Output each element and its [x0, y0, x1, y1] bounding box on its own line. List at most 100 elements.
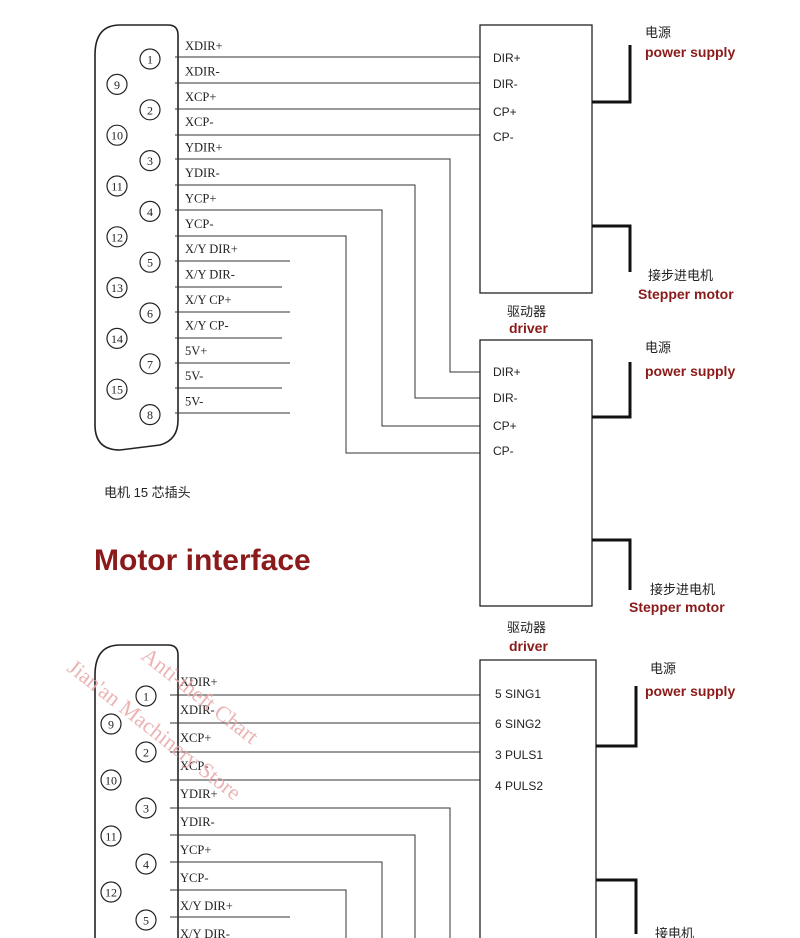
pin-1: 1	[135, 685, 157, 707]
driver-1-terminal: DIR+	[493, 51, 521, 65]
driver-3-box	[479, 659, 597, 938]
driver-1-terminal: CP-	[493, 130, 514, 144]
pin-number: 4	[143, 858, 149, 872]
pin-number: 10	[111, 129, 123, 143]
pin-number: 11	[105, 830, 117, 844]
driver-2-label-cn: 驱动器	[507, 620, 546, 635]
pin-number: 2	[143, 746, 149, 760]
signal-label: 5V-	[185, 395, 203, 409]
pin-number: 7	[147, 357, 153, 371]
pin-circle	[139, 48, 161, 70]
driver-2-motor-en: Stepper motor	[629, 599, 725, 615]
pin-number: 8	[147, 408, 153, 422]
pin-number: 10	[105, 774, 117, 788]
connector-pins-2: 1 9 2 10 3 11 4 12 5	[100, 685, 157, 931]
driver-1-power-en: power supply	[645, 44, 735, 60]
pin-circle	[106, 327, 128, 349]
pin-2: 2	[135, 741, 157, 763]
pin-number: 13	[111, 281, 123, 295]
pin-circle	[100, 881, 122, 903]
wire-ydir-plus	[175, 158, 480, 373]
pin-3: 3	[139, 150, 161, 172]
pin-10: 10	[106, 124, 128, 146]
driver-2-power-cn: 电源	[645, 340, 671, 355]
driver-1-motor-en: Stepper motor	[638, 286, 734, 302]
pin-circle	[135, 909, 157, 931]
pin-number: 1	[143, 690, 149, 704]
pin-circle	[106, 226, 128, 248]
signal-label: X/Y DIR+	[180, 899, 233, 913]
wire-ydir-minus	[175, 184, 480, 399]
signal-label: YDIR+	[180, 787, 218, 801]
driver-3-power-cn: 电源	[650, 661, 676, 676]
pin-9: 9	[106, 73, 128, 96]
driver-1-power-lead	[592, 45, 632, 104]
signal-label: XCP+	[180, 731, 211, 745]
pin-circle	[106, 124, 128, 146]
pin-10: 10	[100, 769, 122, 791]
pin-11: 11	[100, 825, 122, 847]
signal-label: YCP-	[180, 871, 208, 885]
signal-label: X/Y DIR-	[180, 927, 230, 938]
signal-label: XCP-	[180, 759, 208, 773]
pin-number: 6	[147, 307, 153, 321]
driver-1-motor-cn: 接步进电机	[648, 268, 713, 283]
pin-number: 9	[108, 718, 114, 732]
pin-circle	[100, 713, 122, 735]
pin-circle	[135, 797, 157, 819]
signal-label: YDIR-	[180, 815, 215, 829]
driver-2-box	[479, 339, 593, 607]
pin-circle	[139, 353, 161, 375]
pin-circle	[135, 741, 157, 763]
signal-label: YDIR+	[185, 141, 223, 155]
driver-2-terminal: CP-	[493, 444, 514, 458]
pin-number: 2	[147, 103, 153, 117]
signal-label: YCP+	[180, 843, 211, 857]
pin-12: 12	[100, 881, 122, 903]
pin-number: 5	[147, 256, 153, 270]
driver-2-terminal: DIR-	[493, 391, 518, 405]
pin-number: 12	[105, 886, 117, 900]
pin-11: 11	[106, 175, 128, 197]
driver-1-terminal: DIR-	[493, 77, 518, 91]
driver-1-label-en: driver	[509, 320, 548, 336]
signal-labels-2: XDIR+XDIR-XCP+XCP-YDIR+YDIR-YCP+YCP-X/Y …	[180, 675, 233, 938]
pin-circle	[135, 853, 157, 875]
driver-2-terminal: DIR+	[493, 365, 521, 379]
pin-2: 2	[139, 99, 161, 121]
pin-4: 4	[139, 200, 161, 222]
signal-wires-2	[170, 694, 480, 938]
signal-label: 5V-	[185, 369, 203, 383]
pin-6: 6	[139, 302, 161, 324]
pin-circle	[139, 99, 161, 121]
pin-number: 1	[147, 53, 153, 67]
signal-label: XCP-	[185, 115, 213, 129]
pin-9: 9	[100, 713, 122, 735]
signal-label: YCP+	[185, 191, 216, 205]
driver-2-terminals: DIR+DIR-CP+CP-	[493, 365, 521, 458]
driver-2-power-en: power supply	[645, 363, 735, 379]
driver-3-terminal: 4 PULS2	[495, 779, 543, 793]
signal-label: X/Y DIR+	[185, 242, 238, 256]
pin-circle	[139, 302, 161, 324]
signal-label: YDIR-	[185, 166, 220, 180]
pin-circle	[139, 251, 161, 273]
pin-8: 8	[139, 404, 161, 426]
pin-number: 14	[111, 332, 123, 346]
pin-14: 14	[106, 327, 128, 349]
driver-3-motor-cn: 接电机	[655, 926, 694, 938]
pin-number: 12	[111, 230, 123, 244]
wire-2-ydir-minus	[170, 834, 416, 938]
pin-7: 7	[139, 353, 161, 375]
driver-3-power-en: power supply	[645, 683, 735, 699]
pin-number: 3	[147, 154, 153, 168]
pin-circle	[106, 378, 128, 400]
pin-circle	[106, 73, 128, 96]
pin-number: 11	[111, 180, 123, 194]
pin-circle	[106, 175, 128, 197]
pin-3: 3	[135, 797, 157, 819]
pin-5: 5	[135, 909, 157, 931]
